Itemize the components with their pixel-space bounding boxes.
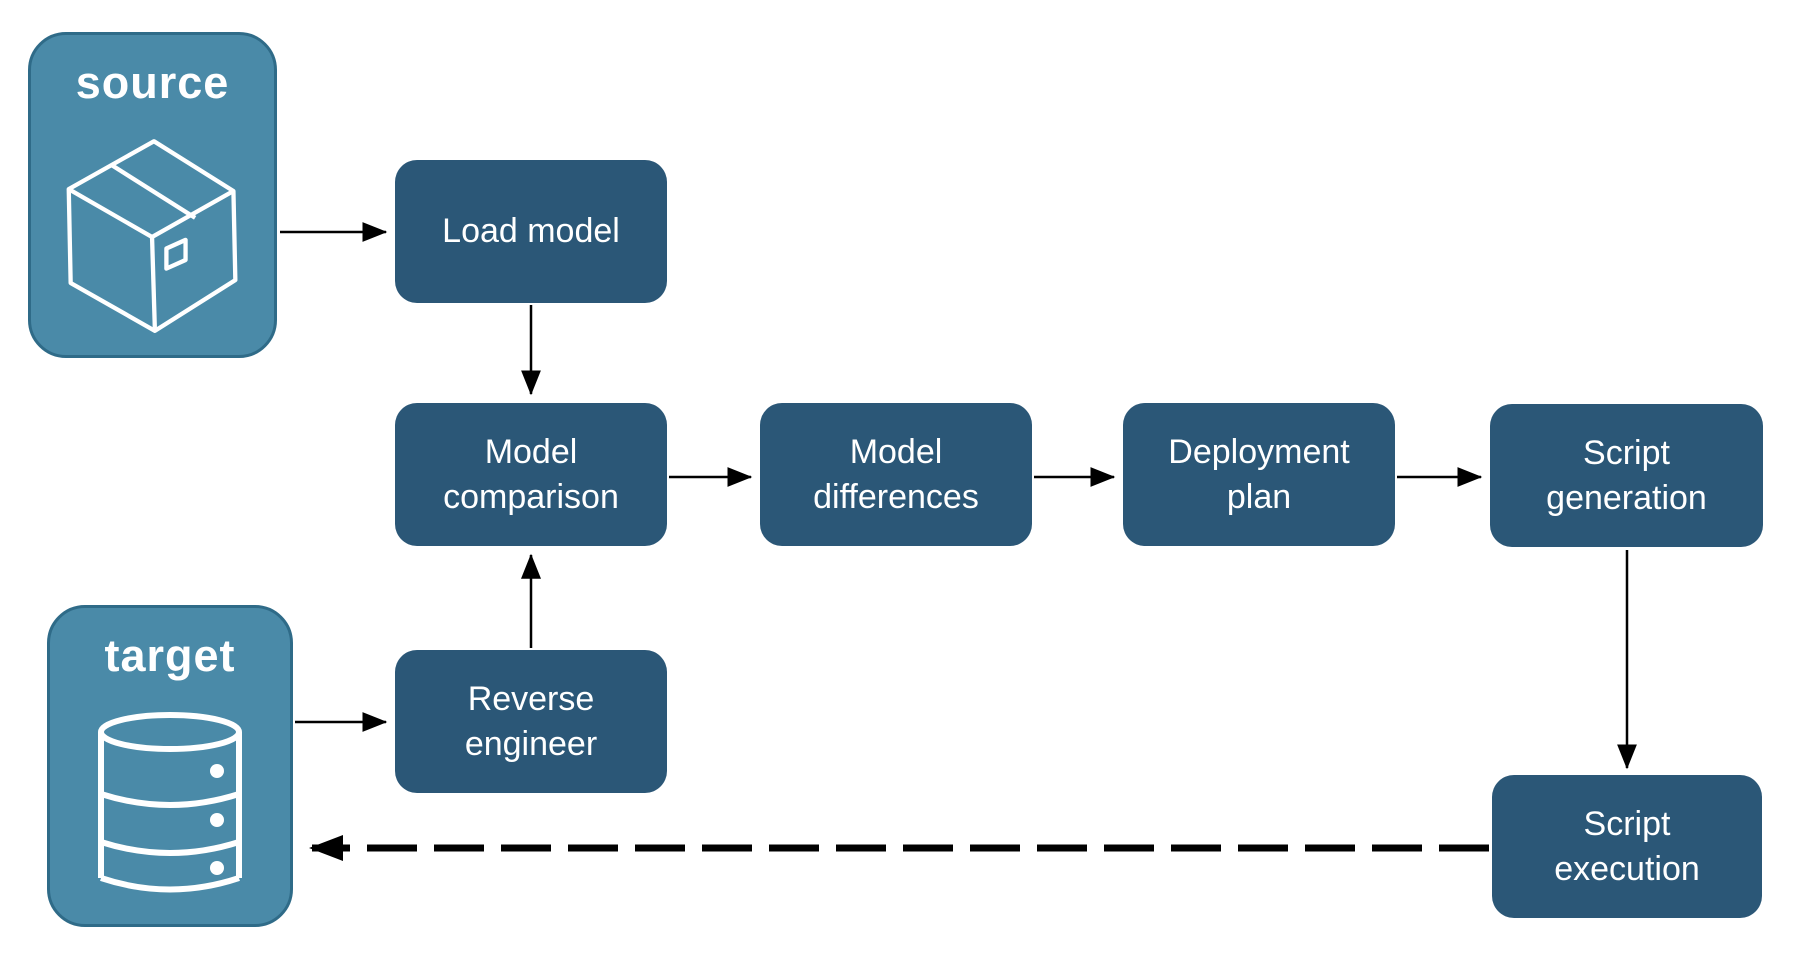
node-script-generation: Script generation — [1490, 404, 1763, 547]
source-label: source — [75, 57, 230, 108]
node-load-model: Load model — [395, 160, 667, 303]
model-comparison-label: Model comparison — [443, 432, 619, 516]
script-generation-label: Script generation — [1546, 433, 1707, 517]
target-label: target — [104, 630, 236, 681]
reverse-engineer-label: Reverse engineer — [464, 679, 598, 763]
node-script-execution: Script execution — [1492, 775, 1762, 918]
load-model-label: Load model — [442, 212, 620, 251]
package-icon — [66, 139, 237, 333]
database-icon — [98, 712, 242, 893]
deployment-plan-label: Deployment plan — [1168, 432, 1350, 516]
script-execution-label: Script execution — [1554, 804, 1700, 888]
node-source: source — [28, 32, 277, 358]
node-model-comparison: Model comparison — [395, 403, 667, 546]
node-deployment-plan: Deployment plan — [1123, 403, 1395, 546]
node-target: target — [47, 605, 293, 927]
node-model-differences: Model differences — [760, 403, 1032, 546]
model-differences-label: Model differences — [813, 432, 979, 516]
node-reverse-engineer: Reverse engineer — [395, 650, 667, 793]
